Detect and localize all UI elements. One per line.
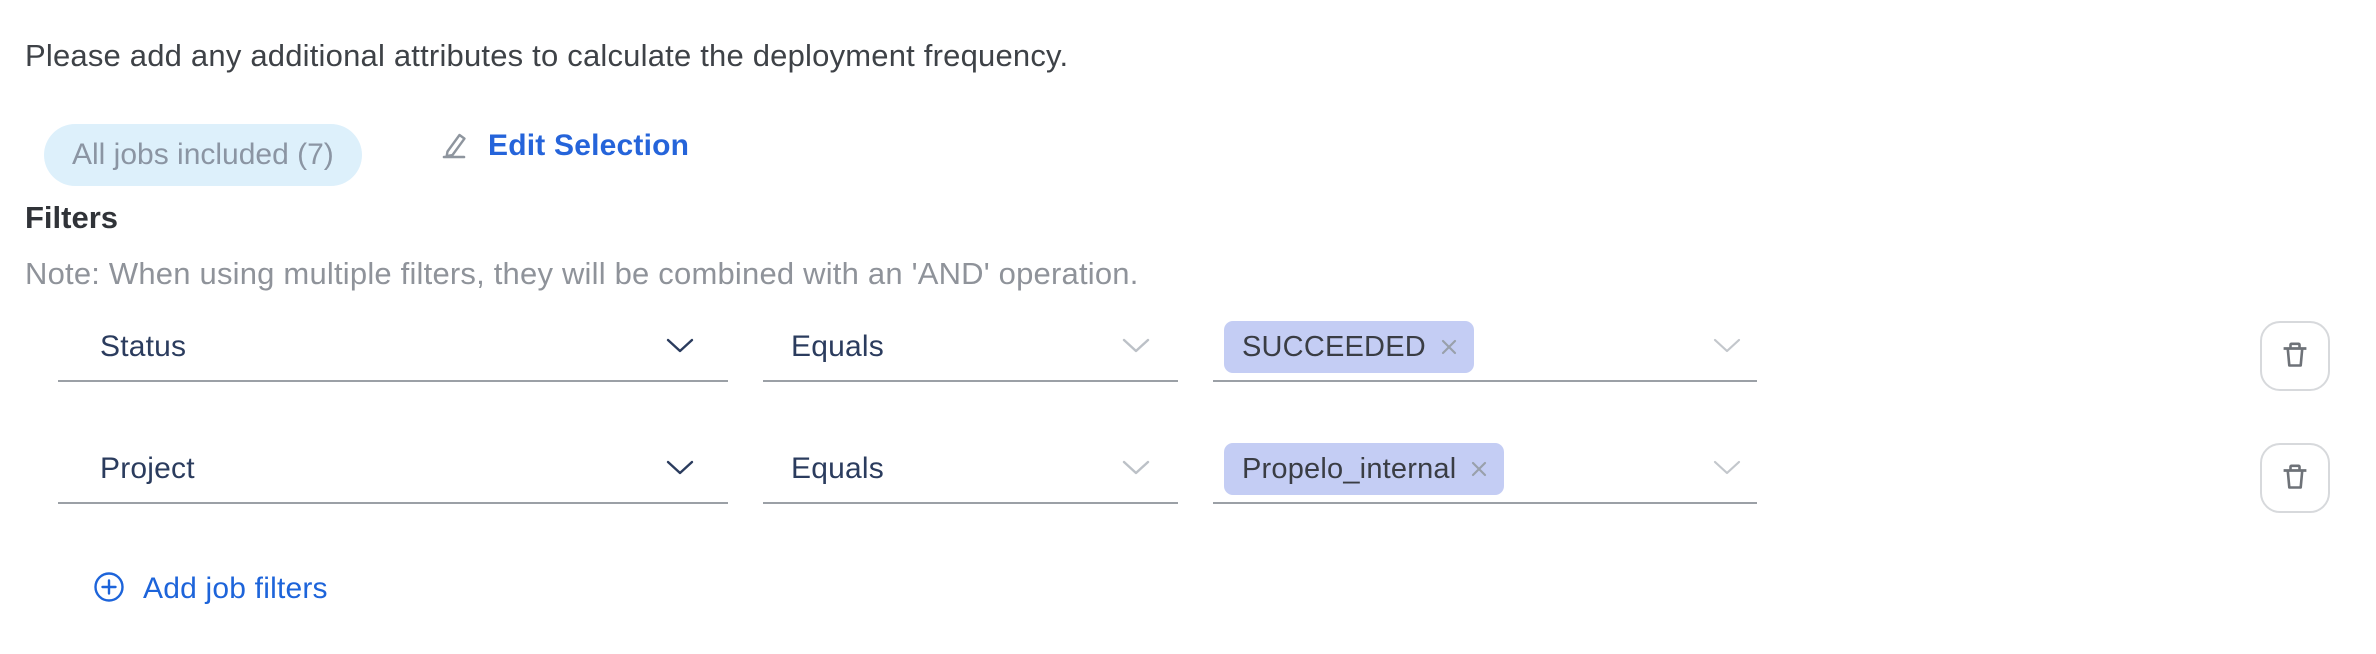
operator-select-value: Equals (791, 452, 884, 485)
field-select[interactable]: Status (58, 314, 728, 382)
intro-text: Please add any additional attributes to … (25, 38, 1069, 73)
value-multiselect[interactable]: SUCCEEDED (1213, 314, 1757, 382)
jobs-included-badge: All jobs included (7) (44, 124, 362, 186)
trash-icon (2278, 338, 2312, 375)
value-multiselect[interactable]: Propelo_internal (1213, 436, 1757, 504)
chip-remove-icon[interactable] (1440, 338, 1458, 356)
add-job-filters-label: Add job filters (143, 571, 328, 605)
filter-row: Project Equals Propelo_internal (0, 436, 2376, 513)
filters-note: Note: When using multiple filters, they … (25, 256, 1139, 291)
field-select[interactable]: Project (58, 436, 728, 504)
field-select-value: Status (100, 330, 187, 363)
chevron-down-icon (1122, 460, 1150, 481)
value-chip: Propelo_internal (1224, 443, 1505, 495)
filter-row: Status Equals SUCCEEDED (0, 314, 2376, 391)
chevron-down-icon (1713, 460, 1741, 481)
plus-circle-icon (92, 570, 126, 607)
add-job-filters-button[interactable]: Add job filters (92, 570, 328, 607)
chip-remove-icon[interactable] (1470, 460, 1488, 478)
edit-selection-button[interactable]: Edit Selection (437, 126, 689, 165)
chevron-down-icon (666, 338, 694, 359)
operator-select[interactable]: Equals (763, 314, 1178, 382)
filters-heading: Filters (25, 200, 119, 235)
chevron-down-icon (1713, 338, 1741, 359)
chevron-down-icon (666, 460, 694, 481)
edit-selection-label: Edit Selection (488, 128, 690, 162)
operator-select[interactable]: Equals (763, 436, 1178, 504)
value-chip: SUCCEEDED (1224, 321, 1474, 373)
field-select-value: Project (100, 452, 195, 485)
chevron-down-icon (1122, 338, 1150, 359)
value-chip-label: Propelo_internal (1242, 452, 1457, 485)
delete-filter-button[interactable] (2260, 321, 2330, 391)
trash-icon (2278, 460, 2312, 497)
value-chip-label: SUCCEEDED (1242, 330, 1426, 363)
edit-pencil-icon (437, 126, 473, 165)
delete-filter-button[interactable] (2260, 443, 2330, 513)
operator-select-value: Equals (791, 330, 884, 363)
